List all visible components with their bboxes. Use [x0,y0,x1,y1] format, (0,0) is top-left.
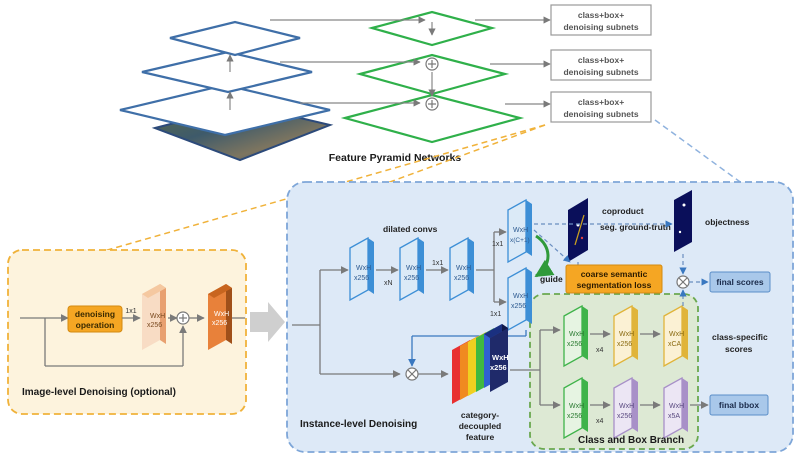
svg-text:operation: operation [76,320,115,330]
svg-text:1x1: 1x1 [492,241,503,248]
blue-layer-2 [141,50,313,94]
dilated-conv-block-2: WxH x256 [399,236,424,302]
svg-text:x256: x256 [567,341,582,348]
svg-text:WxH: WxH [619,331,634,338]
final-scores-box: final scores [709,271,771,293]
svg-text:x256: x256 [617,341,632,348]
svg-text:objectness: objectness [705,217,750,227]
svg-text:WxH: WxH [214,311,229,318]
fpn-section: class+box+ denoising subnets class+box+ … [119,4,652,164]
svg-text:WxH: WxH [406,265,421,272]
denoising-operation-box: denoising operation [67,305,123,333]
image-feature-block-a: WxH x256 [142,284,166,350]
subnet-box: class+box+ denoising subnets [550,49,652,81]
dilated-conv-block-3: WxH x256 [449,236,474,302]
svg-text:x4: x4 [596,347,604,354]
svg-text:WxH: WxH [150,313,165,320]
class-branch-block-1: WxH x256 [563,304,588,368]
svg-text:WxH: WxH [669,403,684,410]
image-level-panel: denoising operation 1x1 WxH x256 WxH x25… [7,249,247,415]
svg-text:x256: x256 [147,322,162,329]
subnet-box: class+box+ denoising subnets [550,91,652,123]
dilated-conv-block-1: WxH x256 [349,236,374,302]
image-level-title: Image-level Denoising (optional) [22,387,176,398]
fpn-plus-icon [425,57,439,71]
class-score-block: WxH xCA [663,304,688,368]
svg-text:class+box+: class+box+ [578,10,624,20]
guided-feature-block: WxH x256 [507,266,532,332]
svg-text:x256: x256 [490,363,507,372]
svg-text:feature: feature [466,432,495,442]
svg-text:WxH: WxH [669,331,684,338]
svg-text:xCA: xCA [668,341,682,348]
box-branch-block-1: WxH x256 [563,376,588,440]
svg-text:decoupled: decoupled [459,421,502,431]
svg-text:x256: x256 [567,413,582,420]
svg-text:guide: guide [540,274,563,284]
objectness-image [674,190,692,252]
svg-text:x256: x256 [212,320,227,327]
svg-text:x256: x256 [617,413,632,420]
svg-text:class+box+: class+box+ [578,55,624,65]
svg-text:1x1: 1x1 [432,260,443,267]
multiply-icon [405,367,419,381]
svg-text:segmentation loss: segmentation loss [577,280,652,290]
svg-text:final scores: final scores [716,277,764,287]
svg-text:WxH: WxH [513,227,528,234]
svg-text:denoising subnets: denoising subnets [563,67,638,77]
instance-level-title: Instance-level Denoising [300,419,417,430]
svg-text:x256: x256 [454,275,469,282]
svg-text:1x1: 1x1 [125,308,136,315]
multiply-icon [676,275,690,289]
image-feature-block-b: WxH x256 [208,284,232,350]
class-box-branch-title: Class and Box Branch [578,435,684,446]
segmentation-block: WxH x(C+1) [507,198,532,264]
box-regression-block: WxH x5A [663,376,688,440]
svg-text:WxH: WxH [569,403,584,410]
svg-text:x256: x256 [404,275,419,282]
svg-text:WxH: WxH [356,265,371,272]
svg-text:dilated convs: dilated convs [383,224,438,234]
svg-text:xN: xN [384,280,393,287]
blue-layer-1 [169,20,301,57]
coarse-segmentation-loss-box: coarse semantic segmentation loss [565,264,663,294]
box-branch-block-2: WxH x256 [613,376,638,440]
fpn-title: Feature Pyramid Networks [329,152,462,164]
instance-level-panel: dilated convs WxH x256 xN WxH x256 1x1 W… [286,181,794,453]
svg-text:coproduct: coproduct [602,206,644,216]
svg-text:WxH: WxH [619,403,634,410]
svg-text:WxH: WxH [456,265,471,272]
fpn-plus-icon [425,97,439,111]
svg-text:x5A: x5A [668,413,680,420]
svg-text:x256: x256 [354,275,369,282]
plus-icon [176,311,190,325]
svg-text:x4: x4 [596,418,604,425]
svg-text:category-: category- [461,410,499,420]
svg-text:x256: x256 [511,303,526,310]
svg-text:scores: scores [725,344,753,354]
svg-text:coarse semantic: coarse semantic [581,269,648,279]
class-branch-block-2: WxH x256 [613,304,638,368]
svg-text:seg. ground-truth: seg. ground-truth [600,222,671,232]
svg-text:final bbox: final bbox [719,400,759,410]
svg-text:denoising subnets: denoising subnets [563,109,638,119]
category-decoupled-feature: WxH x256 [452,324,509,404]
svg-text:WxH: WxH [492,353,509,362]
svg-text:WxH: WxH [569,331,584,338]
svg-text:denoising: denoising [75,309,115,319]
final-bbox-box: final bbox [709,394,769,416]
panel-arrow [250,302,285,342]
svg-text:1x1: 1x1 [490,311,501,318]
svg-text:WxH: WxH [513,293,528,300]
svg-text:class-specific: class-specific [712,332,768,342]
subnet-box: class+box+ denoising subnets [550,4,652,36]
svg-text:denoising subnets: denoising subnets [563,22,638,32]
svg-text:x(C+1): x(C+1) [510,237,530,244]
svg-text:class+box+: class+box+ [578,97,624,107]
blue-layer-3 [119,83,331,137]
